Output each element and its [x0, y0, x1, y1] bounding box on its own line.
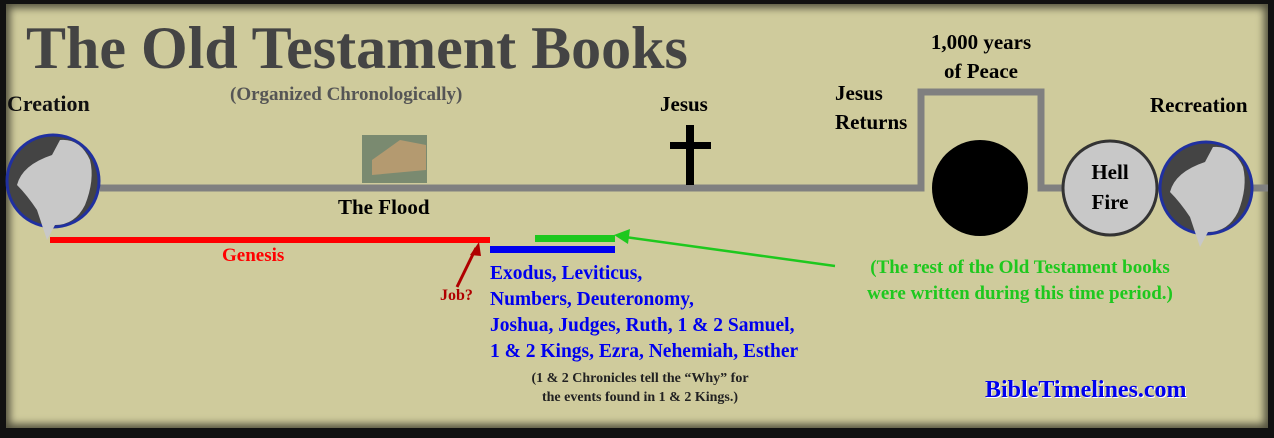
label-millennium: 1,000 years of Peace [920, 28, 1042, 86]
rest-books-note: (The rest of the Old Testament books wer… [842, 255, 1198, 307]
creation-earth-icon [5, 133, 101, 240]
subtitle: (Organized Chronologically) [230, 84, 463, 105]
genesis-bar [50, 237, 490, 243]
label-jesus-returns-2: Returns [835, 110, 908, 134]
label-flood: The Flood [338, 195, 430, 219]
label-jesus-returns-1: Jesus [835, 81, 883, 105]
label-genesis: Genesis [222, 245, 285, 266]
site-link[interactable]: BibleTimelines.com [985, 377, 1187, 403]
label-millennium-2: of Peace [943, 59, 1019, 83]
exodus-esther-bar [490, 246, 615, 253]
millennium-black-circle [932, 140, 1028, 236]
rest-line: (The rest of the Old Testament books [870, 257, 1170, 278]
chronicles-line: the events found in 1 & 2 Kings.) [541, 390, 739, 405]
diagram-canvas [6, 4, 1268, 428]
label-hell: Hell [1091, 160, 1129, 184]
page-title: The Old Testament Books [26, 15, 688, 81]
books-line: Numbers, Deuteronomy, [490, 289, 694, 310]
cross-icon [670, 125, 711, 185]
job-arrow-icon [455, 242, 481, 288]
rest-books-bar [535, 235, 615, 242]
label-jesus-returns: Jesus Returns [835, 79, 907, 137]
label-fire: Fire [1091, 190, 1129, 214]
books-line: 1 & 2 Kings, Ezra, Nehemiah, Esther [490, 341, 799, 362]
label-job: Job? [440, 287, 473, 304]
chronicles-line: (1 & 2 Chronicles tell the “Why” for [531, 371, 749, 386]
books-list: Exodus, Leviticus, Numbers, Deuteronomy,… [490, 261, 798, 365]
hell-fire-circle [1061, 139, 1159, 237]
ark-image-icon [362, 135, 427, 183]
rest-line: were written during this time period.) [867, 283, 1173, 304]
label-hell-fire: Hell Fire [1063, 157, 1157, 217]
label-creation: Creation [7, 91, 90, 116]
recreation-earth-icon [1158, 140, 1254, 247]
rest-arrow-icon [614, 229, 836, 268]
chronicles-note: (1 & 2 Chronicles tell the “Why” for the… [505, 369, 775, 407]
label-jesus: Jesus [660, 92, 708, 116]
label-recreation: Recreation [1150, 93, 1248, 117]
books-line: Joshua, Judges, Ruth, 1 & 2 Samuel, [490, 315, 795, 336]
books-line: Exodus, Leviticus, [490, 263, 643, 284]
label-millennium-1: 1,000 years [930, 30, 1032, 54]
timeline-line [100, 88, 1062, 192]
